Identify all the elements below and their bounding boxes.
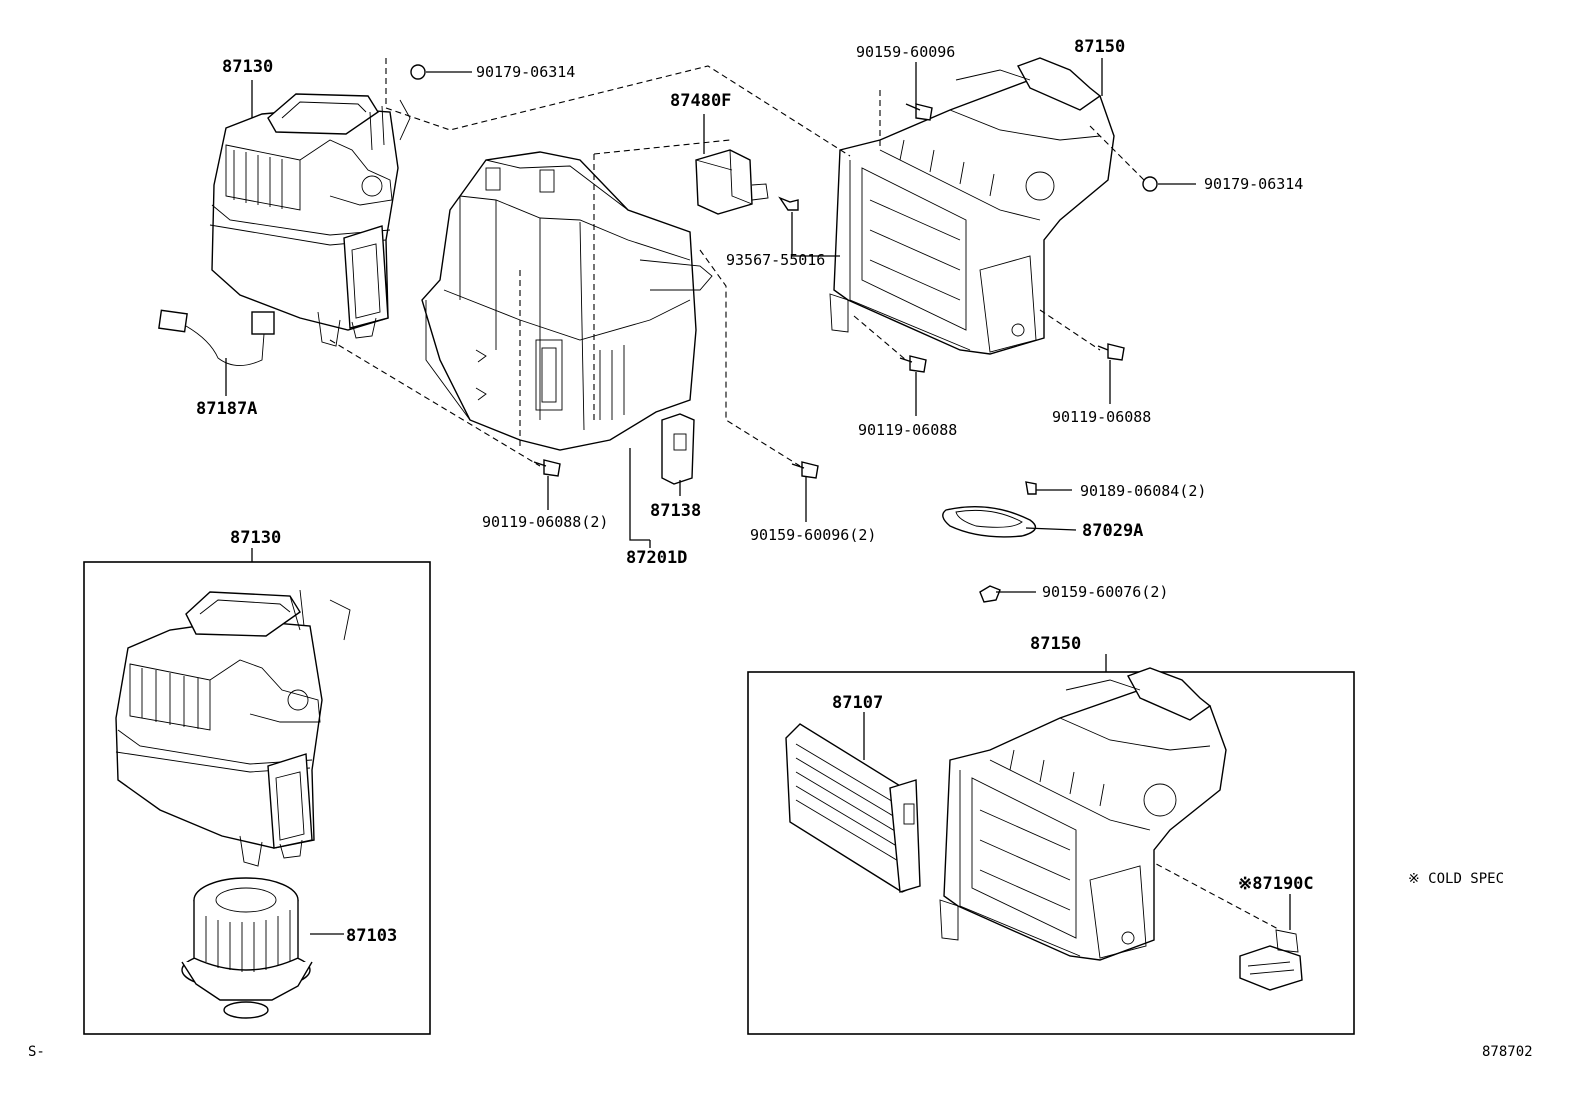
heater-case-detail-drawing — [939, 667, 1227, 961]
label-87150-top: 87150 — [1074, 37, 1125, 57]
label-87029A: 87029A — [1082, 521, 1143, 541]
label-90159-60076: 90159-60076(2) — [1042, 583, 1168, 601]
gasket-drawing — [942, 506, 1037, 538]
assembly-dash-lines — [329, 58, 1281, 931]
label-87130-top: 87130 — [222, 57, 273, 77]
label-90119-06088-right: 90119-06088 — [1052, 408, 1151, 426]
evaporator-housing-drawing — [421, 151, 713, 451]
part-number-labels: 87130 90179-06314 87480F 90159-60096 871… — [28, 37, 1533, 1060]
amplifier-module-drawing — [695, 149, 769, 215]
leader-lines — [225, 58, 1291, 935]
blower-detail-box — [83, 561, 431, 1035]
cold-spec-note: ※ COLD SPEC — [1408, 871, 1504, 887]
fastener-drawings — [410, 64, 1158, 603]
label-93567-55016: 93567-55016 — [726, 251, 825, 269]
blower-unit-drawing — [209, 93, 411, 347]
heater-detail-box — [747, 671, 1355, 1035]
label-90119-06088-bottom: 90119-06088(2) — [482, 513, 608, 531]
label-87103: 87103 — [346, 926, 397, 946]
label-87190C: ※87190C — [1238, 874, 1314, 894]
label-87138: 87138 — [650, 501, 701, 521]
label-87187A: 87187A — [196, 399, 257, 419]
label-90179-06314-top: 90179-06314 — [476, 63, 575, 81]
blower-motor-drawing — [181, 877, 313, 1019]
resistor-drawing — [661, 413, 695, 485]
footer-figure-number: 878702 — [1482, 1044, 1533, 1060]
label-87480F: 87480F — [670, 91, 731, 111]
wire-harness-drawing — [158, 309, 275, 366]
heater-core-drawing — [785, 723, 921, 893]
label-87130-box: 87130 — [230, 528, 281, 548]
label-90119-06088-mid: 90119-06088 — [858, 421, 957, 439]
heater-unit-drawing — [829, 57, 1115, 355]
footer-left-text: S- — [28, 1044, 45, 1060]
blower-case-detail-drawing — [115, 589, 351, 867]
label-87107: 87107 — [832, 693, 883, 713]
label-90159-60096-top: 90159-60096 — [856, 43, 955, 61]
label-90159-60096-bottom: 90159-60096(2) — [750, 526, 876, 544]
label-90179-06314-right: 90179-06314 — [1204, 175, 1303, 193]
label-87201D: 87201D — [626, 548, 687, 568]
label-90189-06084: 90189-06084(2) — [1080, 482, 1206, 500]
label-87150-box: 87150 — [1030, 634, 1081, 654]
servo-motor-drawing — [1239, 929, 1303, 991]
